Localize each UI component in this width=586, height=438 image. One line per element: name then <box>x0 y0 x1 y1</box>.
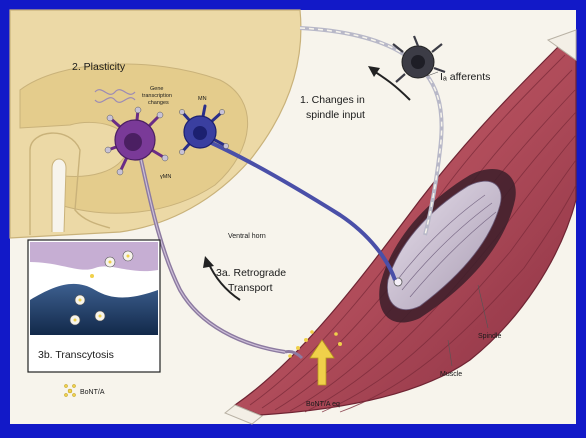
spindle-label: Spindle <box>478 333 501 340</box>
plasticity-label: 2. Plasticity <box>72 61 126 73</box>
gene-label-line3: changes <box>148 100 169 106</box>
changes-label-line1: 1. Changes in <box>300 94 365 106</box>
ventral-horn-label: Ventral horn <box>228 233 266 240</box>
changes-label-line2: spindle input <box>306 109 365 121</box>
cord-canal <box>52 159 66 232</box>
afferents-label: Iₐ afferents <box>440 71 490 83</box>
gene-label-line2: transcription <box>142 93 172 99</box>
bont-eq-label: BoNT/A eq <box>306 401 340 408</box>
transcytosis-label: 3b. Transcytosis <box>38 349 114 361</box>
bont-legend-label: BoNT/A <box>80 389 105 396</box>
retrograde-label-line2: Transport <box>228 282 273 294</box>
muscle-label: Muscle <box>440 371 462 378</box>
gene-label-line1: Gene <box>150 86 163 92</box>
retrograde-label-line1: 3a. Retrograde <box>216 267 286 279</box>
gamma-mn-label: γMN <box>160 174 171 180</box>
mn-label: MN <box>198 96 207 102</box>
